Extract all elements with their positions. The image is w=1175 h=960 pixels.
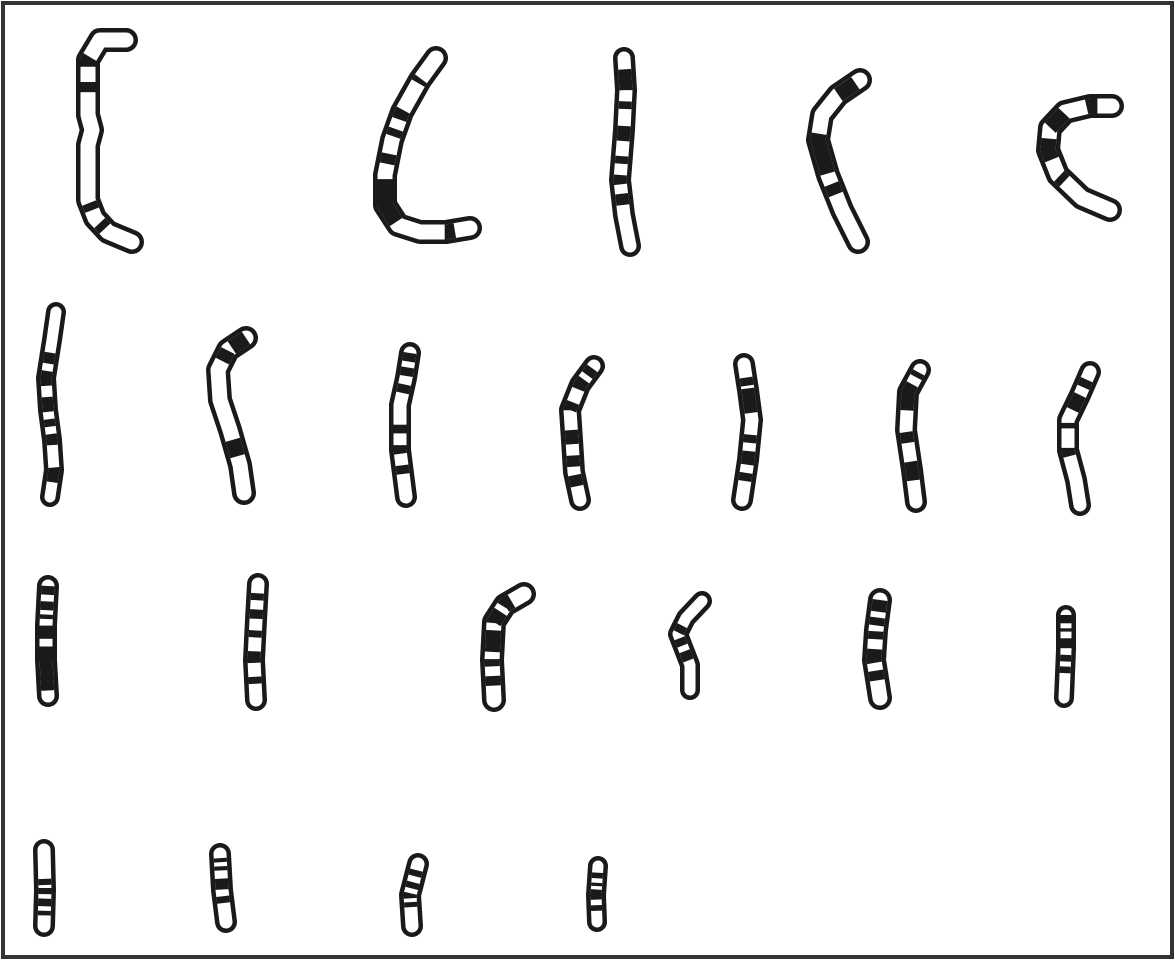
- chromosome-band: [493, 676, 494, 686]
- chromosome-band: [578, 380, 584, 390]
- chromosome-14: [254, 584, 258, 700]
- chromosome-band: [409, 353, 410, 362]
- chromosome-22: [596, 866, 598, 922]
- chromosome-band: [48, 586, 49, 595]
- chromosome-body: [88, 40, 132, 242]
- chromosome-1: [88, 40, 132, 242]
- chromosome-band: [875, 631, 876, 639]
- chromosome-7: [218, 338, 246, 493]
- chromosome-band: [573, 456, 574, 467]
- chromosome-band: [100, 223, 105, 229]
- chromosome-band: [911, 462, 914, 481]
- chromosome-3: [620, 58, 630, 246]
- chromosome-band: [625, 69, 626, 90]
- chromosome-band: [393, 129, 396, 136]
- chromosome-band: [874, 649, 875, 663]
- chromosome-band: [587, 368, 592, 375]
- chromosome-band: [387, 154, 389, 164]
- chromosome-band: [832, 184, 836, 195]
- chromosome-band: [233, 440, 238, 456]
- chromosome-group: [44, 40, 1112, 926]
- chromosome-band: [620, 175, 621, 184]
- chromosome-band: [745, 473, 746, 481]
- chromosome-band: [403, 385, 405, 394]
- chromosome-band: [680, 638, 683, 645]
- chromosome-16: [678, 601, 702, 690]
- chromosome-band: [622, 194, 623, 205]
- chromosome-band: [878, 600, 880, 612]
- chromosome-band: [51, 434, 52, 445]
- chromosome-band: [1083, 380, 1086, 388]
- chromosome-band: [916, 372, 919, 377]
- chromosome-band: [877, 618, 878, 626]
- chromosome-band: [623, 126, 624, 141]
- chromosome-band: [747, 451, 749, 465]
- chromosome-band: [685, 651, 689, 660]
- chromosome-band: [876, 671, 878, 681]
- chromosome-2: [385, 58, 470, 232]
- chromosome-band: [570, 402, 573, 410]
- chromosome-band: [232, 338, 246, 348]
- chromosome-band: [1059, 176, 1064, 181]
- chromosome-band: [746, 378, 747, 386]
- chromosome-band: [1068, 448, 1070, 456]
- chromosome-band: [1087, 106, 1098, 107]
- chromosome-9: [570, 366, 594, 500]
- chromosome-band: [399, 110, 403, 120]
- chromosome-17: [874, 600, 880, 698]
- chromosome-band: [415, 870, 417, 876]
- chromosome-band: [906, 432, 908, 443]
- chromosome-6: [46, 312, 56, 497]
- chromosome-band: [418, 79, 421, 83]
- chromosome-band: [1050, 113, 1064, 128]
- chromosome-13: [46, 586, 48, 696]
- chromosome-21: [410, 864, 418, 926]
- chromosome-band: [492, 630, 493, 652]
- chromosome-5: [1048, 106, 1112, 210]
- chromosome-band: [402, 465, 403, 474]
- chromosome-body: [874, 600, 880, 698]
- chromosome-band: [47, 397, 48, 412]
- chromosome-19: [44, 850, 45, 926]
- chromosome-band: [406, 367, 407, 376]
- chromosome-band: [621, 156, 622, 164]
- chromosome-band: [412, 882, 414, 888]
- chromosome-band: [750, 435, 751, 443]
- panel-border: [3, 3, 1172, 957]
- chromosome-band: [571, 430, 572, 444]
- chromosome-20: [220, 854, 226, 922]
- chromosome-band: [222, 351, 227, 362]
- chromosome-band: [221, 879, 222, 890]
- chromosome-band: [88, 57, 90, 67]
- chromosome-band: [400, 445, 401, 454]
- chromosome-15: [492, 594, 524, 700]
- chromosome-band: [504, 601, 512, 607]
- chromosome-band: [445, 231, 455, 233]
- chromosome-band: [89, 203, 92, 210]
- chromosome-band: [679, 626, 683, 633]
- chromosome-band: [256, 610, 257, 619]
- chromosome-band: [46, 647, 48, 691]
- chromosome-18: [1064, 615, 1066, 698]
- chromosome-band: [748, 388, 751, 413]
- chromosome-band: [49, 419, 50, 426]
- chromosome-band: [52, 468, 54, 483]
- chromosome-10: [742, 364, 752, 500]
- chromosome-band: [494, 612, 501, 623]
- chromosome-band: [46, 371, 47, 386]
- chromosome-4: [818, 80, 860, 242]
- chromosome-12: [1068, 372, 1090, 505]
- chromosome-band: [48, 353, 50, 364]
- chromosome-band: [223, 896, 224, 903]
- chromosome-11: [906, 370, 920, 502]
- chromosome-8: [400, 353, 410, 497]
- chromosome-band: [575, 475, 577, 486]
- chromosome-band: [1073, 395, 1080, 410]
- chromosome-band: [907, 384, 912, 410]
- chromosome-band: [1048, 139, 1052, 160]
- chromosome-band: [838, 83, 855, 95]
